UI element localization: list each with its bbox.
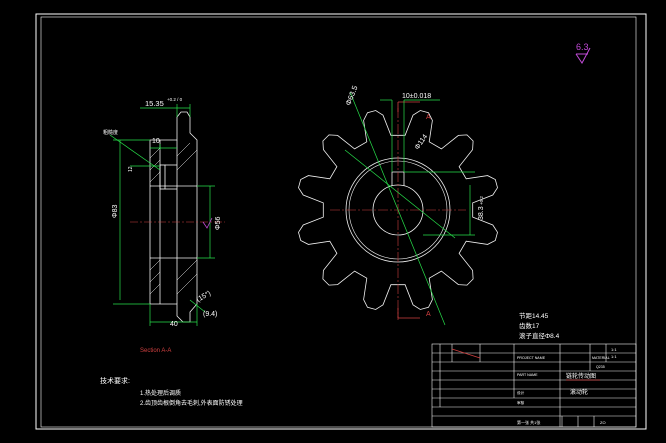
chamfer-size: (9.4): [203, 311, 217, 318]
dim-bore: Φ83: [112, 205, 119, 218]
footer-left: 第一张 共1张: [517, 419, 540, 425]
dim-top: 15.35: [145, 99, 164, 108]
front-view-dimensions: [344, 91, 475, 326]
drawing-title: 链轮传动图: [566, 372, 596, 380]
dim-pcd: Φ114: [414, 133, 429, 151]
part-name-label: PART NAME: [517, 373, 538, 377]
note-label: 粗糙度: [103, 129, 118, 136]
part-name: 滚动轮: [570, 388, 588, 396]
section-mark-top: A: [426, 114, 431, 121]
inner-frame: [40, 16, 637, 428]
checked-label: 审核: [517, 400, 525, 405]
title-block-text: PROJECT NAME MATERIAL Q235 PART NAME 链轮传…: [517, 347, 617, 425]
chamfer-angle: (15°): [195, 289, 212, 304]
keyway-width: 10±0.018: [402, 93, 431, 100]
title-block-accent: [451, 348, 600, 381]
surface-finish-value: 6.3: [576, 42, 589, 52]
outer-frame: [35, 13, 647, 430]
front-view-labels: Φ63.5 10±0.018 Φ114 38.3 +0.2: [344, 84, 485, 220]
tech-item: 2.齿顶齿根倒角去毛刺,外表面防锈处理: [140, 399, 243, 407]
keyway-tol: +0.2: [479, 196, 484, 205]
technical-requirements: 技术要求: 1.热处理后调质 2.齿顶齿根倒角去毛刺,外表面防锈处理: [100, 376, 243, 407]
dim-od: Φ63.5: [344, 84, 360, 106]
keyway-depth: 38.3: [478, 206, 485, 220]
sheet-value: 1:1: [611, 354, 617, 359]
title-block: [431, 343, 637, 428]
dim-10: 10: [152, 138, 160, 145]
roughness-mark: [202, 217, 213, 229]
scale-value: 1:1: [611, 347, 617, 352]
dim-bottom: 40: [170, 321, 178, 328]
sheet-label: ZO: [600, 420, 606, 425]
drawn-label: 设计: [517, 390, 525, 395]
section-label: Section A-A: [140, 348, 171, 354]
front-view: A A: [298, 101, 498, 320]
tech-title: 技术要求:: [100, 376, 130, 385]
material-value: Q235: [596, 365, 605, 369]
tech-item: 1.热处理后调质: [140, 389, 181, 397]
side-view-dimensions: [109, 104, 215, 326]
dim-small: 12: [128, 166, 134, 172]
side-view: [130, 111, 225, 323]
surface-finish-symbol: 6.3: [575, 42, 591, 64]
project-name-label: PROJECT NAME: [517, 356, 546, 360]
spec-line: 齿数17: [519, 321, 540, 330]
spec-line: 节距14.45: [519, 312, 549, 320]
spec-line: 滚子直径Φ8.4: [519, 331, 560, 340]
side-view-labels: 15.35 +0.2 / 0 10 粗糙度 12 Φ83 Φ56 40 (15°…: [103, 97, 222, 354]
material-label: MATERIAL: [592, 356, 610, 360]
gear-specs: 节距14.45 齿数17 滚子直径Φ8.4: [519, 312, 560, 340]
dim-hub: Φ56: [215, 217, 222, 230]
dim-top-tol: +0.2 / 0: [167, 97, 183, 102]
section-mark-bottom: A: [426, 311, 431, 318]
sprocket-profile: [298, 110, 498, 310]
section-hatch: [149, 142, 198, 295]
